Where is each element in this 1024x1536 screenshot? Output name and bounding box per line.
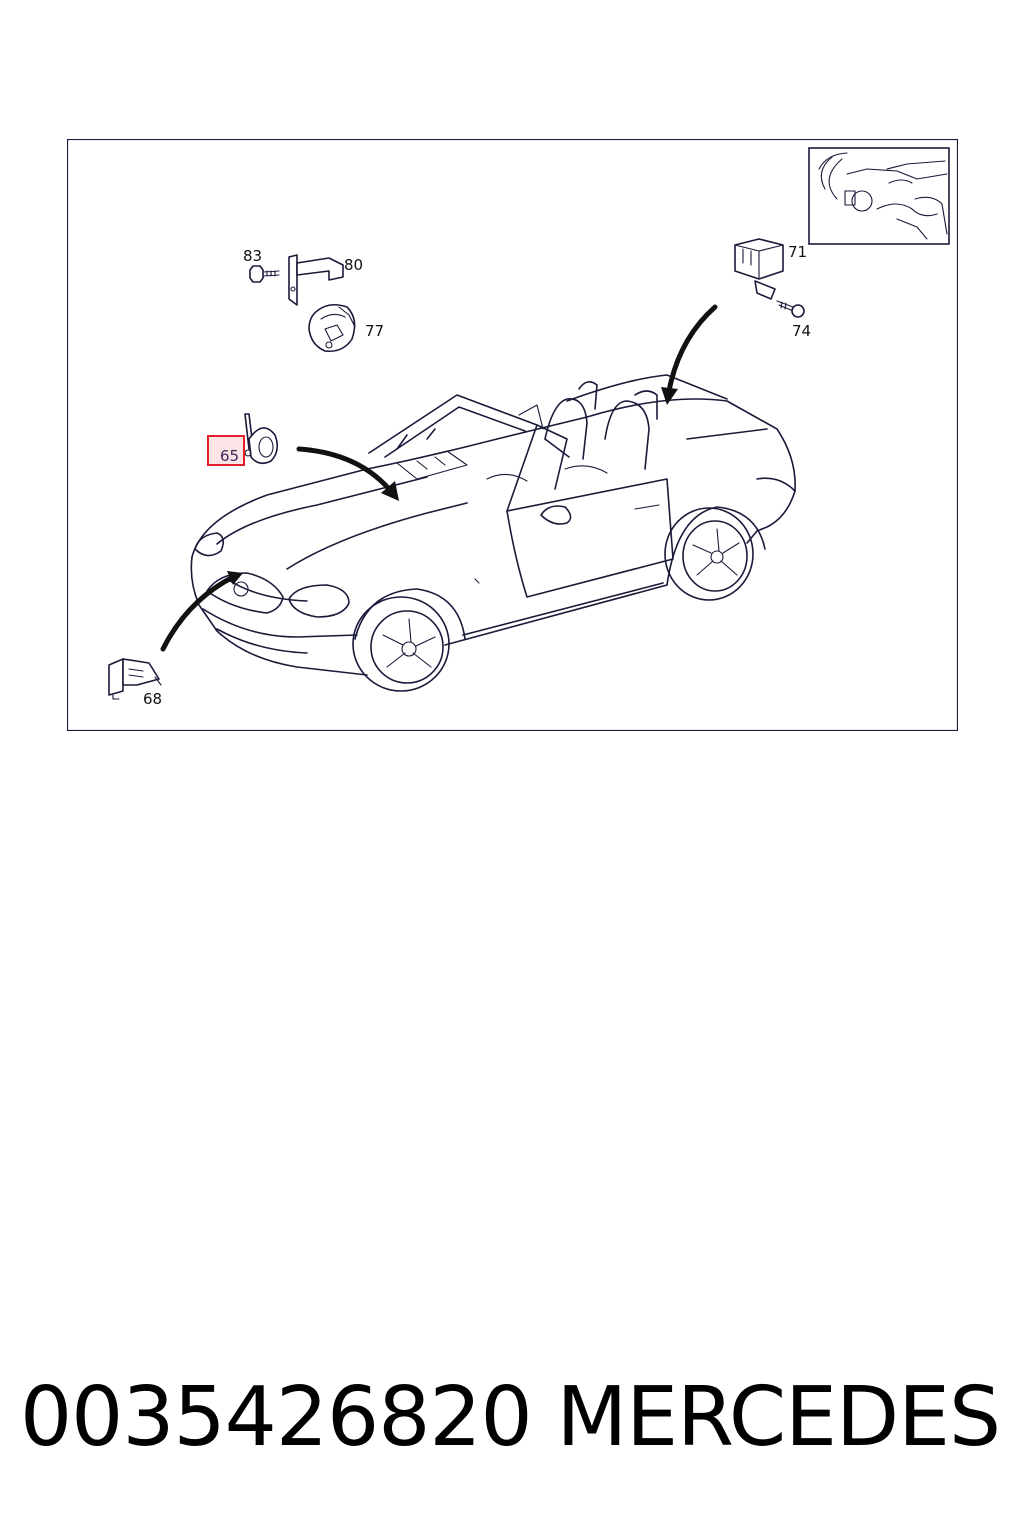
brand-name-label: MERCEDES <box>556 1370 1001 1465</box>
sensor-68 <box>108 658 162 700</box>
inset-detail-view <box>808 147 950 245</box>
pointer-arrows <box>160 304 718 652</box>
part-number-label: 0035426820 <box>20 1370 533 1465</box>
horn-65 <box>244 413 279 465</box>
callout-77[interactable]: 77 <box>365 322 384 340</box>
roadster-car-illustration <box>190 374 796 692</box>
bolt-83 <box>249 265 280 283</box>
highlight-box-65 <box>207 435 245 466</box>
bracket-80 <box>288 254 344 306</box>
horn-77 <box>308 303 356 353</box>
callout-71[interactable]: 71 <box>788 243 807 261</box>
callout-68[interactable]: 68 <box>143 690 162 708</box>
callout-74[interactable]: 74 <box>792 322 811 340</box>
diagram-canvas: 83 80 77 71 74 65 68 <box>67 139 958 731</box>
callout-80[interactable]: 80 <box>344 256 363 274</box>
screw-74 <box>776 300 805 318</box>
callout-65[interactable]: 65 <box>220 447 239 465</box>
parts-diagram: 83 80 77 71 74 65 68 <box>67 139 958 731</box>
control-module-71 <box>734 238 784 300</box>
callout-83[interactable]: 83 <box>243 247 262 265</box>
